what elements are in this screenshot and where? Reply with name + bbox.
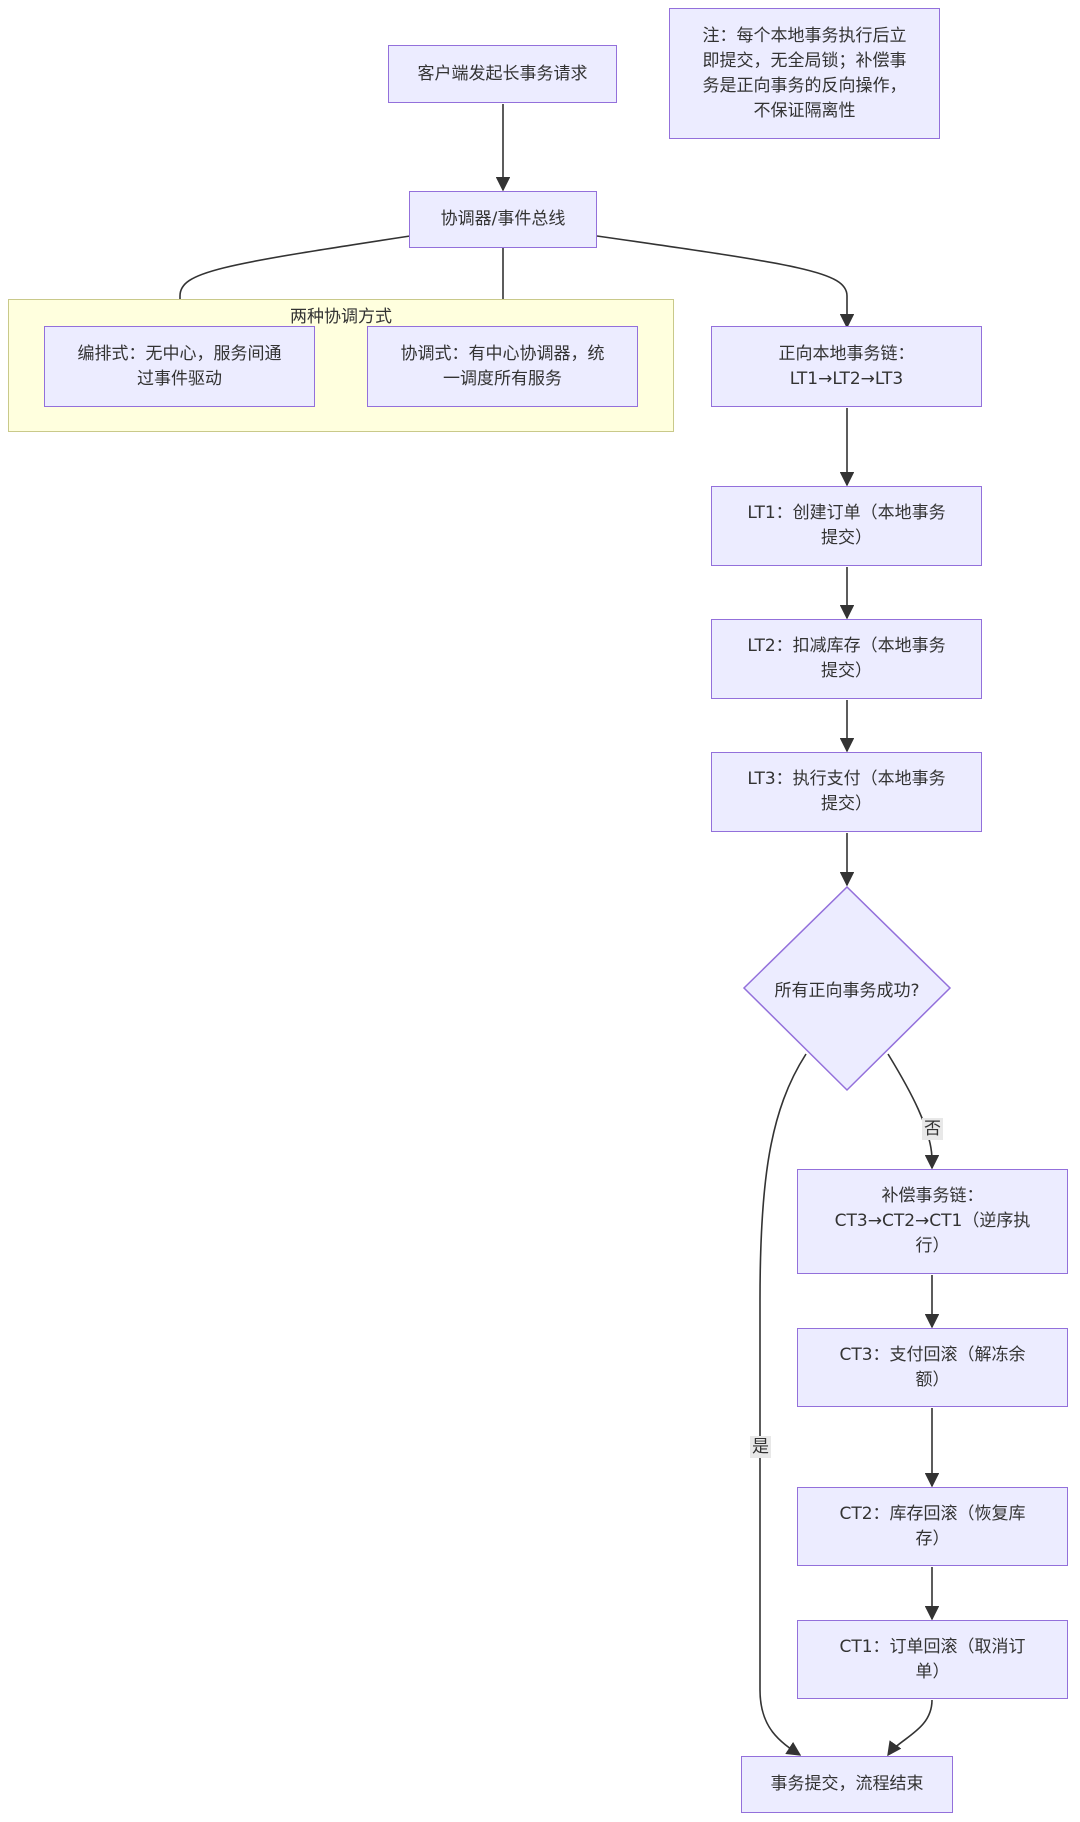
forward-chain-node: 正向本地事务链： LT1→LT2→LT3 xyxy=(711,326,982,407)
orchestration-node: 协调式：有中心协调器，统 一调度所有服务 xyxy=(367,326,638,407)
edge-ct1-end xyxy=(887,1699,933,1757)
edge-decision-end xyxy=(759,1053,807,1756)
compensation-chain-node: 补偿事务链： CT3→CT2→CT1（逆序执 行） xyxy=(797,1169,1068,1274)
ct3-node: CT3：支付回滚（解冻余 额） xyxy=(797,1328,1068,1407)
lt1-node: LT1：创建订单（本地事务 提交） xyxy=(711,486,982,566)
end-node: 事务提交，流程结束 xyxy=(741,1756,953,1813)
ct1-node: CT1：订单回滚（取消订 单） xyxy=(797,1620,1068,1699)
coordinator-node: 协调器/事件总线 xyxy=(409,191,597,248)
edge-coordinator-forward xyxy=(596,235,855,329)
note-node: 注：每个本地事务执行后立 即提交，无全局锁；补偿事 务是正向事务的反向操作， 不… xyxy=(669,8,940,139)
lt2-node: LT2：扣减库存（本地事务 提交） xyxy=(711,619,982,699)
client-request-node: 客户端发起长事务请求 xyxy=(388,45,617,103)
edge-decision-comp xyxy=(887,1053,940,1170)
ct2-node: CT2：库存回滚（恢复库 存） xyxy=(797,1487,1068,1566)
edge-coordinator-choreography xyxy=(172,235,411,329)
group-title: 两种协调方式 xyxy=(290,307,392,327)
decision-diamond xyxy=(742,885,952,1092)
edge-label-yes: 是 xyxy=(750,1436,771,1458)
edge-label-no: 否 xyxy=(922,1118,943,1140)
lt3-node: LT3：执行支付（本地事务 提交） xyxy=(711,752,982,832)
decision-label: 所有正向事务成功? xyxy=(774,980,920,1001)
choreography-node: 编排式：无中心，服务间通 过事件驱动 xyxy=(44,326,315,407)
